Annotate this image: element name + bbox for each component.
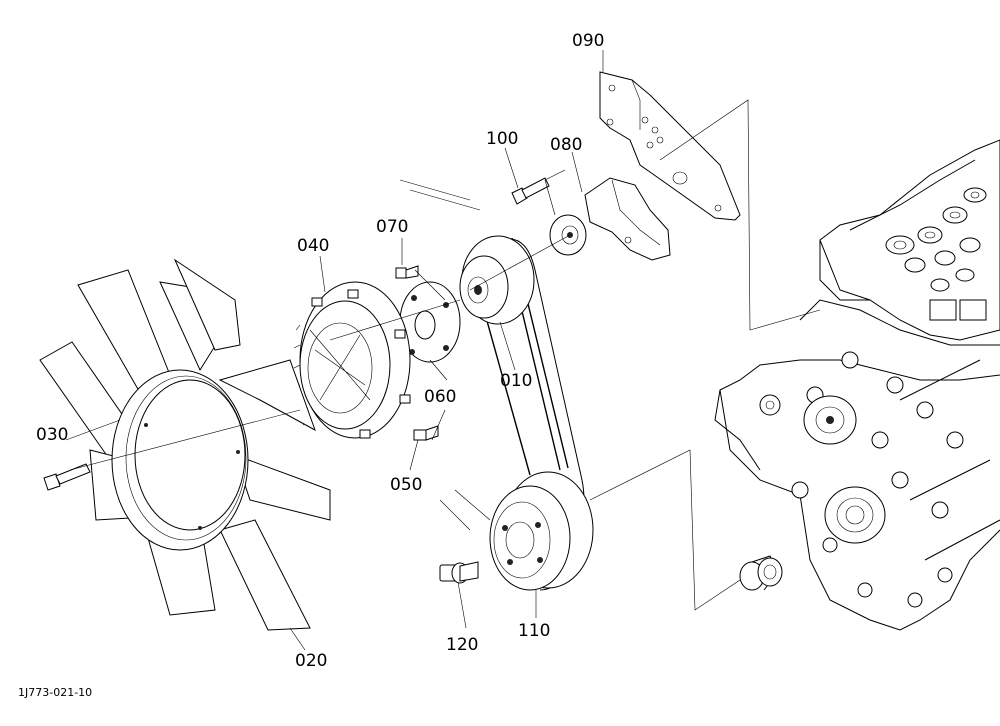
crank-pulley bbox=[489, 471, 594, 591]
label-120: 120 bbox=[446, 635, 478, 655]
engine-block bbox=[714, 139, 1000, 631]
fan-clutch bbox=[293, 281, 411, 439]
timing-case-bosses bbox=[759, 351, 964, 608]
oil-pump-gear bbox=[824, 486, 886, 544]
label-040: 040 bbox=[297, 236, 329, 256]
bolt-fan bbox=[43, 463, 91, 491]
idler-bracket bbox=[549, 177, 671, 261]
leader-lines bbox=[65, 50, 604, 651]
label-100: 100 bbox=[486, 129, 518, 149]
axis-lines bbox=[69, 99, 821, 611]
label-090: 090 bbox=[572, 31, 604, 51]
crank-gear bbox=[739, 555, 783, 591]
label-020: 020 bbox=[295, 651, 327, 671]
bolt-crank bbox=[439, 561, 479, 584]
label-030: 030 bbox=[36, 425, 68, 445]
label-050: 050 bbox=[390, 475, 422, 495]
label-080: 080 bbox=[550, 135, 582, 155]
bolt-clutch bbox=[413, 425, 439, 441]
cylinder-head-bosses bbox=[885, 187, 987, 321]
label-060: 060 bbox=[424, 387, 456, 407]
pulley-fan bbox=[459, 235, 535, 325]
label-070: 070 bbox=[376, 217, 408, 237]
bolt-spacer bbox=[395, 265, 419, 279]
bracket-plate bbox=[599, 71, 741, 221]
fan bbox=[39, 258, 331, 631]
bolt-idler bbox=[511, 177, 550, 205]
water-pump bbox=[803, 395, 857, 445]
label-110: 110 bbox=[518, 621, 550, 641]
label-010: 010 bbox=[500, 371, 532, 391]
drawing-code: 1J773-021-10 bbox=[18, 686, 92, 699]
